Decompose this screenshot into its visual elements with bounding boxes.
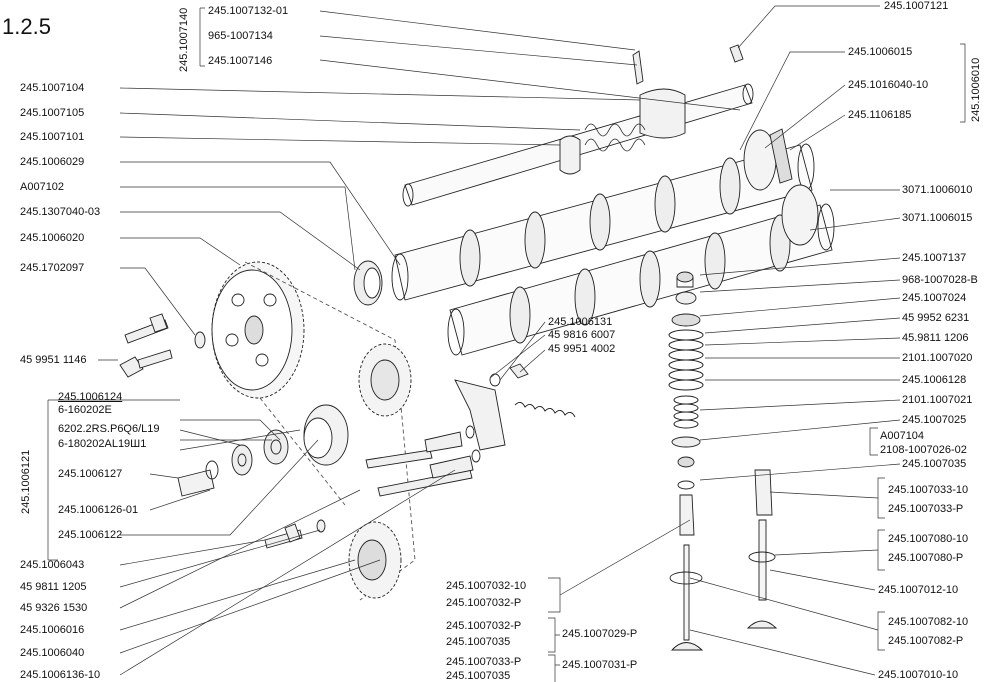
part-label: 245.1006122 xyxy=(58,529,123,541)
part-label: 245.1007033-P xyxy=(888,503,964,515)
part-label: 245.1007012-10 xyxy=(878,584,959,596)
part-label: 245.1007082-10 xyxy=(888,616,969,628)
part-label: 245.1007082-P xyxy=(888,635,964,647)
part-label: A007102 xyxy=(20,181,65,193)
part-label: 6202.2RS.P6Q6/L19 xyxy=(58,423,160,435)
part-label: 2101.1007020 xyxy=(902,352,973,364)
part-label: 245.1006131 xyxy=(548,316,613,328)
part-label: 245.1007121 xyxy=(884,0,949,12)
part-label: 245.1007105 xyxy=(20,107,85,119)
part-label: 245.1006040 xyxy=(20,647,85,659)
group-code: 245.1007031-P xyxy=(562,659,638,671)
group-code: 245.1007029-P xyxy=(562,628,638,640)
part-label: 968-1007028-B xyxy=(902,274,978,286)
part-label: 245.1006015 xyxy=(848,46,913,58)
leader-lines xyxy=(47,5,966,682)
part-label: 6-160202E xyxy=(58,404,112,416)
camshaft-upper-drawing xyxy=(391,128,815,301)
part-label: 6-180202AL19Ш1 xyxy=(58,438,147,450)
group-code: 245.1006121 xyxy=(20,449,32,514)
part-label: 245.1006016 xyxy=(20,624,85,636)
part-label: 245.1007101 xyxy=(20,131,85,143)
part-label: 245.1007080-10 xyxy=(888,533,969,545)
part-label: 245.1007146 xyxy=(208,55,273,67)
part-label: 245.1007035 xyxy=(446,636,511,648)
valve-stack-drawing xyxy=(668,271,778,651)
part-label: 3071.1006015 xyxy=(902,212,973,224)
part-label: 245.1007024 xyxy=(902,292,967,304)
part-label: 45 9951 1146 xyxy=(20,354,87,366)
part-label: 245.1007137 xyxy=(902,252,967,264)
part-label: 45 9326 1530 xyxy=(20,602,88,614)
part-label: 245.1307040-03 xyxy=(20,206,101,218)
part-label: 2108-1007026-02 xyxy=(880,444,967,456)
part-label: 245.1106185 xyxy=(848,109,912,121)
part-label: 245.1006029 xyxy=(20,156,85,168)
part-label: 245.1007033-10 xyxy=(888,484,969,496)
part-label: 245.1007025 xyxy=(902,414,967,426)
part-label: 245.1007104 xyxy=(20,82,85,94)
part-label: 245.1006124 xyxy=(58,391,123,403)
section-number: 1.2.5 xyxy=(2,14,51,39)
tensioner-pulley-drawing xyxy=(303,404,349,466)
bearings-drawing xyxy=(177,429,289,497)
part-label: 245.1007035 xyxy=(902,458,967,470)
part-label: 245.1007132-01 xyxy=(208,5,289,17)
bolts-drawing xyxy=(119,313,474,549)
part-label: 245.1007080-P xyxy=(888,552,964,564)
part-label: 245.1702097 xyxy=(20,262,85,274)
part-label: 45 9816 6007 xyxy=(548,329,616,341)
part-label: 245.1007033-P xyxy=(446,656,522,668)
camshaft-gear-drawing xyxy=(211,261,305,399)
part-label: 245.1016040-10 xyxy=(848,79,929,91)
rocker-shaft-drawing xyxy=(402,44,754,207)
part-label: 965-1007134 xyxy=(208,30,273,42)
part-label: 245.1007010-10 xyxy=(878,669,959,681)
lower-pulley-drawing xyxy=(348,521,402,599)
part-label: 45 9811 1205 xyxy=(20,581,87,593)
part-label: 245.1007035 xyxy=(446,670,511,682)
part-label: A007104 xyxy=(880,430,925,442)
part-label: 45 9951 4002 xyxy=(548,343,616,355)
part-label: 245.1006127 xyxy=(58,468,123,480)
small-gear-drawing xyxy=(358,343,412,417)
oil-seal-drawing xyxy=(353,260,383,306)
part-label: 2101.1007021 xyxy=(902,394,973,406)
part-label: 45.9811 1206 xyxy=(902,332,969,344)
camshaft-lower-drawing xyxy=(447,184,835,356)
part-label: 245.1006020 xyxy=(20,232,85,244)
part-label: 245.1006128 xyxy=(902,374,967,386)
part-label: 45 9952 6231 xyxy=(902,312,970,324)
part-label: 245.1007032-10 xyxy=(446,580,527,592)
part-label: 3071.1006010 xyxy=(902,184,973,196)
part-label: 245.1007032-P xyxy=(446,620,522,632)
tensioner-arm-drawing xyxy=(454,363,576,463)
part-label: 245.1006136-10 xyxy=(20,669,101,681)
part-label: 245.1007032-P xyxy=(446,597,522,609)
group-code: 245.1007140 xyxy=(178,7,190,72)
part-label: 245.1006043 xyxy=(20,559,85,571)
part-label: 245.1006126-01 xyxy=(58,504,139,516)
group-code: 245.1006010 xyxy=(970,57,982,122)
